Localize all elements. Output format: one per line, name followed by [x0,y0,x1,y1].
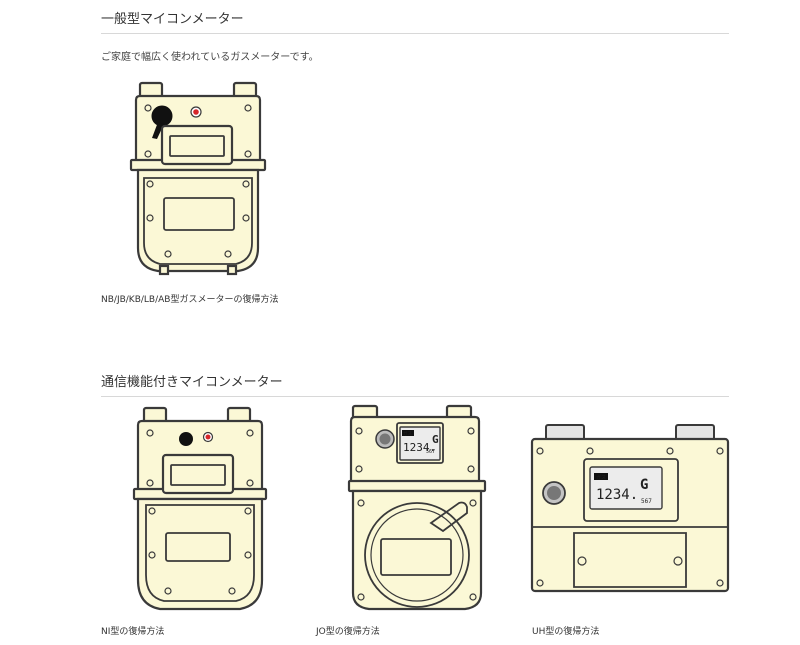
jo-lcd-sub: 567 [426,449,435,455]
jo-meter-illustration: ガス 1234. G 567 [347,404,487,611]
caption-ni-meter[interactable]: NI型の復帰方法 [101,627,165,637]
meter-card-nb[interactable] [128,78,268,278]
section-title-communication: 通信機能付きマイコンメーター [101,371,729,397]
section-title-general: 一般型マイコンメーター [101,8,729,34]
jo-lcd-label: ガス [403,430,412,437]
uh-meter-illustration: ガス 1234. G 567 [530,424,730,593]
meter-card-jo[interactable]: ガス 1234. G 567 [347,403,487,615]
nb-meter-illustration [129,81,267,276]
meter-card-uh[interactable]: ガス 1234. G 567 [530,423,730,595]
uh-lcd-sub: 567 [641,498,652,505]
uh-lcd-unit: G [640,477,648,493]
meter-card-ni[interactable] [130,405,270,615]
jo-lcd-unit: G [432,433,439,446]
jo-lcd-digits: 1234. [403,441,436,454]
uh-lcd-label: ガス [596,474,606,481]
uh-lcd-digits: 1234. [596,487,638,503]
caption-uh-meter[interactable]: UH型の復帰方法 [532,627,600,637]
ni-meter-illustration [132,406,268,611]
caption-nb-meter[interactable]: NB/JB/KB/LB/AB型ガスメーターの復帰方法 [101,295,279,305]
caption-jo-meter[interactable]: JO型の復帰方法 [316,627,380,637]
section-description-general: ご家庭で幅広く使われているガスメーターです。 [101,52,319,63]
